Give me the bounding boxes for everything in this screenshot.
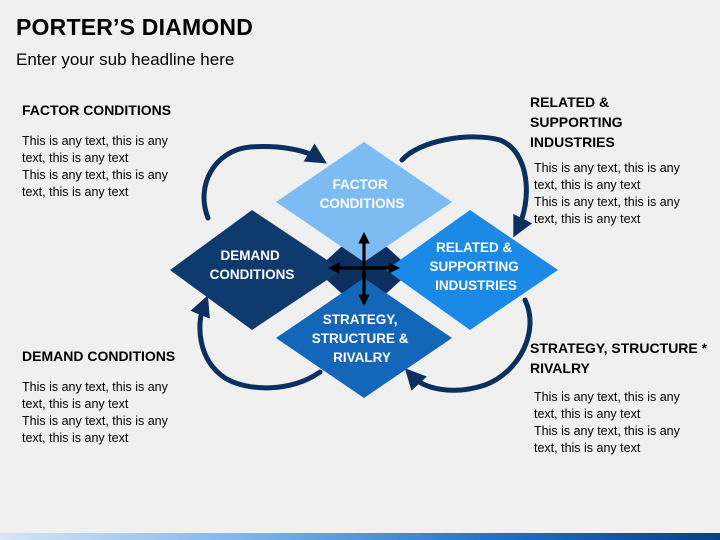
factor-conditions-diamond[interactable] bbox=[276, 142, 452, 262]
heading-line: STRATEGY, STRUCTURE * bbox=[530, 340, 708, 356]
curved-arrow-top-right bbox=[399, 134, 533, 238]
curved-arrow-bottom-left bbox=[190, 295, 323, 391]
label-line: DEMAND bbox=[220, 248, 279, 263]
label-line: INDUSTRIES bbox=[435, 278, 517, 293]
text-line: This is any text, this is any bbox=[534, 390, 680, 404]
related-industries-heading: RELATED & SUPPORTING INDUSTRIES bbox=[530, 92, 705, 152]
factor-conditions-block: FACTOR CONDITIONS This is any text, this… bbox=[22, 100, 192, 201]
label-line: RIVALRY bbox=[333, 350, 391, 365]
porters-diamond-diagram: FACTOR CONDITIONS DEMAND CONDITIONS RELA… bbox=[170, 134, 558, 398]
factor-conditions-label: FACTOR CONDITIONS bbox=[320, 177, 405, 211]
heading-line: RIVALRY bbox=[530, 360, 590, 376]
text-line: This is any text, this is any bbox=[534, 424, 680, 438]
text-line: text, this is any text bbox=[22, 185, 129, 199]
page-title: PORTER’S DIAMOND bbox=[16, 14, 254, 40]
demand-conditions-block: DEMAND CONDITIONS This is any text, this… bbox=[22, 346, 192, 447]
related-industries-text: This is any text, this is any text, this… bbox=[534, 160, 705, 228]
related-industries-diamond[interactable] bbox=[386, 210, 558, 330]
text-line: This is any text, this is any bbox=[534, 195, 680, 209]
label-line: SUPPORTING bbox=[429, 259, 518, 274]
strategy-rivalry-heading: STRATEGY, STRUCTURE * RIVALRY bbox=[530, 338, 708, 378]
label-line: FACTOR bbox=[332, 177, 388, 192]
four-way-arrow-icon bbox=[327, 231, 401, 307]
heading-line: RELATED & SUPPORTING bbox=[530, 94, 623, 130]
text-line: text, this is any text bbox=[22, 431, 129, 445]
strategy-rivalry-diamond[interactable] bbox=[276, 278, 452, 398]
factor-conditions-text: This is any text, this is any text, this… bbox=[22, 133, 192, 201]
footer-bar bbox=[0, 533, 720, 540]
label-line: RELATED & bbox=[436, 240, 512, 255]
related-industries-block: RELATED & SUPPORTING INDUSTRIES This is … bbox=[530, 92, 705, 228]
page-subtitle: Enter your sub headline here bbox=[16, 50, 235, 69]
text-line: text, this is any text bbox=[22, 151, 129, 165]
label-line: CONDITIONS bbox=[320, 196, 405, 211]
label-line: CONDITIONS bbox=[210, 267, 295, 282]
strategy-rivalry-text: This is any text, this is any text, this… bbox=[534, 389, 708, 457]
text-line: text, this is any text bbox=[534, 441, 641, 455]
text-line: text, this is any text bbox=[534, 178, 641, 192]
demand-conditions-label: DEMAND CONDITIONS bbox=[210, 248, 295, 282]
curved-arrow-icon bbox=[190, 134, 533, 393]
strategy-rivalry-label: STRATEGY, STRUCTURE & RIVALRY bbox=[312, 312, 413, 365]
curved-arrow-bottom-right bbox=[404, 297, 533, 393]
text-line: This is any text, this is any bbox=[22, 168, 168, 182]
strategy-rivalry-block: STRATEGY, STRUCTURE * RIVALRY This is an… bbox=[530, 338, 708, 457]
heading-line: INDUSTRIES bbox=[530, 134, 615, 150]
text-line: This is any text, this is any bbox=[22, 380, 168, 394]
label-line: STRUCTURE & bbox=[312, 331, 409, 346]
text-line: This is any text, this is any bbox=[22, 414, 168, 428]
label-line: STRATEGY, bbox=[323, 312, 398, 327]
demand-conditions-text: This is any text, this is any text, this… bbox=[22, 379, 192, 447]
demand-conditions-heading: DEMAND CONDITIONS bbox=[22, 348, 176, 364]
text-line: text, this is any text bbox=[22, 397, 129, 411]
demand-conditions-diamond[interactable] bbox=[170, 210, 342, 330]
factor-conditions-heading: FACTOR CONDITIONS bbox=[22, 102, 172, 118]
curved-arrow-top-left bbox=[201, 143, 327, 221]
text-line: text, this is any text bbox=[534, 212, 641, 226]
text-line: This is any text, this is any bbox=[22, 134, 168, 148]
text-line: This is any text, this is any bbox=[534, 161, 680, 175]
related-industries-label: RELATED & SUPPORTING INDUSTRIES bbox=[429, 240, 522, 293]
text-line: text, this is any text bbox=[534, 407, 641, 421]
